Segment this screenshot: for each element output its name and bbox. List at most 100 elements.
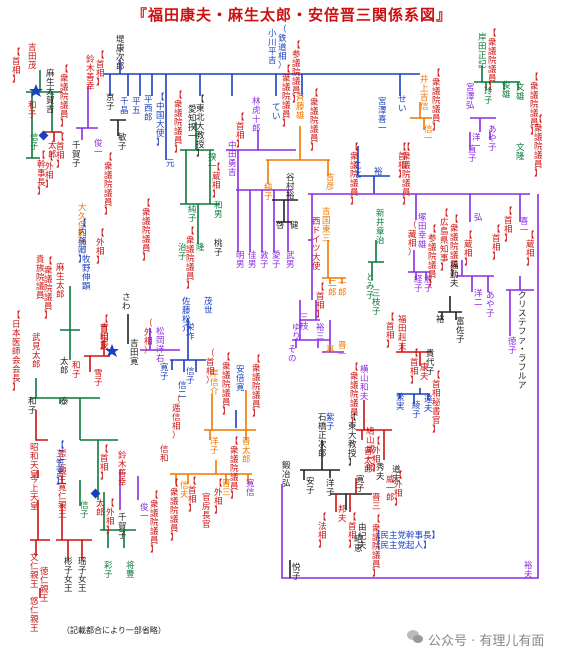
person-label: 【蔵相】 bbox=[526, 231, 535, 268]
watermark: 公众号 · 有理儿有面 bbox=[428, 634, 545, 649]
person-label: 【中国大使】 bbox=[156, 93, 165, 148]
person-label: 【衆議院議員】 bbox=[186, 227, 195, 291]
person-label: （外相） bbox=[144, 318, 153, 356]
person-label: 裕 bbox=[436, 314, 445, 325]
diamond-icon bbox=[38, 130, 49, 141]
footnote: （記載都合により一部省略） bbox=[62, 626, 166, 635]
person-label: 武男 bbox=[286, 250, 295, 270]
person-label: 【広島県知事】 bbox=[440, 209, 449, 273]
person-label: 悦子 bbox=[292, 562, 301, 582]
person-label: 文隆 bbox=[516, 142, 525, 162]
person-label: 将豊 bbox=[126, 560, 135, 580]
person-label: 堤康次郎 bbox=[116, 34, 125, 72]
person-label: 今上天皇 bbox=[30, 474, 39, 512]
person-label: 【内務卿】 bbox=[78, 219, 87, 265]
person-label: 信和 bbox=[160, 444, 169, 464]
page-title: 『福田康夫・麻生太郎・安倍晋三関係系図』 bbox=[131, 6, 452, 24]
person-label: 文仁親王 bbox=[30, 552, 39, 590]
person-label: 洋子 bbox=[326, 478, 335, 498]
person-label: 俊一 bbox=[140, 502, 149, 522]
person-label: （鉄道相） bbox=[278, 24, 287, 71]
person-label: 威一郎 bbox=[386, 474, 395, 503]
connector-lines bbox=[26, 60, 539, 598]
person-label: 【衆議院議員】 bbox=[432, 69, 441, 133]
person-label: 貴代子 bbox=[426, 348, 435, 377]
person-label: 裕三 bbox=[316, 322, 325, 342]
person-label: 信夫 bbox=[180, 480, 189, 500]
person-label: 晋太郎 bbox=[242, 437, 251, 465]
person-label: 【首相】 bbox=[96, 51, 105, 88]
person-label: 和子 bbox=[72, 361, 81, 380]
person-label: （逓信相） bbox=[172, 394, 181, 441]
person-label: 徳仁親王 bbox=[40, 566, 49, 604]
person-label: （藏相） bbox=[408, 220, 417, 258]
person-label: 健 bbox=[290, 220, 299, 231]
person-label: こと bbox=[354, 161, 363, 180]
person-label: 三枝 bbox=[300, 313, 309, 332]
person-label: 直子 bbox=[468, 144, 477, 164]
person-label: 文雄 bbox=[516, 82, 525, 102]
person-label: 吉彦 bbox=[326, 173, 335, 192]
person-label: 【衆議院議員】 bbox=[534, 115, 543, 179]
person-label: 【衆議院議員】 bbox=[142, 199, 151, 263]
person-label: 鍛冶弘 bbox=[282, 460, 291, 489]
person-label: 小川平吉 bbox=[268, 28, 277, 66]
person-label: 吉国東三 bbox=[322, 207, 331, 244]
person-label: 【東北大教授】 bbox=[196, 95, 205, 159]
person-label: 吉田茂 bbox=[100, 323, 109, 351]
person-label: 寛仁親王 bbox=[58, 482, 67, 520]
person-label: 【衆議院議員】 bbox=[252, 355, 261, 419]
person-label: 【衆議院議員】 bbox=[350, 363, 359, 427]
person-label: 玲子 bbox=[484, 86, 493, 106]
person-label: 【衆議院議員】 bbox=[450, 215, 459, 279]
person-label: 愛知揆一 bbox=[188, 104, 197, 142]
person-label: 桃子 bbox=[214, 238, 223, 258]
person-label: 【参議院議員】 bbox=[428, 225, 437, 289]
person-label: 経子 bbox=[414, 274, 423, 294]
person-label: さわ bbox=[122, 293, 131, 312]
person-label: 新井章治 bbox=[376, 208, 385, 246]
person-label: 西ドイツ大使 bbox=[312, 217, 321, 272]
person-label: 揆一 bbox=[208, 152, 217, 172]
person-label: 塚田幸雄 bbox=[418, 213, 427, 250]
person-label: 洋子 bbox=[210, 436, 219, 456]
person-label: 【衆議院議員】 bbox=[402, 143, 411, 207]
person-label: 俊一 bbox=[94, 138, 103, 158]
person-label: 鈴木善幸 bbox=[118, 450, 127, 488]
person-label: 官房長官 bbox=[202, 492, 211, 530]
person-label: 純子 bbox=[264, 182, 273, 202]
person-label: 岸信介 bbox=[210, 369, 219, 397]
person-label: 信一 bbox=[424, 124, 433, 144]
person-label: 悠仁親王 bbox=[30, 596, 39, 634]
person-label: 【蔵相】 bbox=[212, 163, 221, 200]
person-label: 裕 bbox=[374, 166, 383, 177]
person-label: 【外相】 bbox=[372, 437, 381, 474]
person-label: 【衆議院議員】 bbox=[282, 65, 291, 129]
person-label: 佐藤松介 bbox=[182, 296, 191, 334]
person-label: 【衆議院議員】 bbox=[150, 491, 159, 555]
person-labels: 【首相】吉田茂麻生太賀吉【衆議院議員】鈴木善幸【首相】和子信子太郎【首相】【外相… bbox=[12, 24, 543, 634]
person-label: 信二 bbox=[178, 380, 187, 400]
person-label: 【首相】 bbox=[100, 445, 109, 482]
person-label: 安子 bbox=[306, 476, 315, 496]
person-label: 信子 bbox=[80, 500, 89, 520]
person-label: 和男 bbox=[214, 201, 223, 220]
person-label: 愛子 bbox=[272, 250, 281, 270]
star-icon bbox=[105, 344, 119, 357]
person-label: 福田赳夫 bbox=[398, 314, 407, 352]
person-label: あや子 bbox=[486, 291, 495, 319]
person-label: 邦夫 bbox=[338, 504, 347, 524]
person-label: 林虎十郎 bbox=[252, 96, 261, 134]
person-label: 貴族院議員 bbox=[36, 254, 45, 301]
person-label: 敦子 bbox=[260, 250, 269, 270]
person-label: 【首相】 bbox=[398, 143, 407, 180]
person-label: 真 bbox=[326, 344, 335, 355]
person-label: 昭和天皇 bbox=[30, 443, 39, 480]
person-label: 【衆議院議員】 bbox=[488, 29, 497, 93]
person-label: 石橋正次郎 bbox=[318, 413, 327, 459]
person-label: 【首相】 bbox=[56, 133, 65, 170]
person-label: 宮澤弘 bbox=[466, 82, 475, 111]
person-label: 寛子 bbox=[160, 362, 169, 382]
person-label: 俊雄 bbox=[502, 80, 511, 100]
